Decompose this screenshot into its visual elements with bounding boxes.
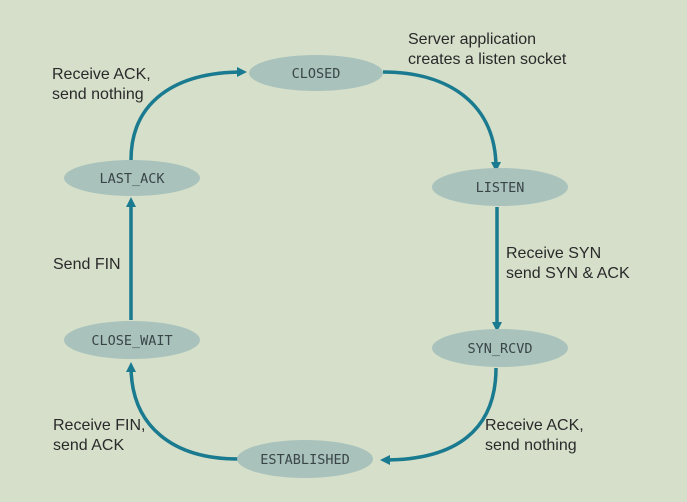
label-listen-to-syn-rcvd: Receive SYN send SYN & ACK: [506, 245, 630, 282]
label-established-to-close-wait: Receive FIN, send ACK: [53, 417, 146, 454]
arrow-syn-rcvd-to-established: [380, 367, 498, 465]
state-listen: LISTEN: [432, 168, 568, 206]
state-last-ack: LAST_ACK: [64, 160, 200, 196]
label-last-ack-to-closed: Receive ACK, send nothing: [52, 66, 151, 103]
label-syn-rcvd-to-established: Receive ACK, send nothing: [485, 417, 584, 454]
state-closed: CLOSED: [249, 55, 383, 91]
arrow-closed-to-listen: [382, 70, 501, 172]
state-listen-label: LISTEN: [476, 180, 525, 196]
state-closed-label: CLOSED: [292, 66, 341, 82]
state-established: ESTABLISHED: [237, 440, 373, 478]
state-syn-rcvd-label: SYN_RCVD: [467, 341, 532, 357]
label-close-wait-to-last-ack: Send FIN: [53, 256, 121, 273]
bottom-strip: [0, 494, 687, 502]
state-syn-rcvd: SYN_RCVD: [432, 329, 568, 367]
label-closed-to-listen: Server application creates a listen sock…: [408, 31, 567, 68]
state-close-wait: CLOSE_WAIT: [64, 321, 200, 359]
state-last-ack-label: LAST_ACK: [99, 171, 165, 187]
arrow-established-to-close-wait: [126, 362, 239, 461]
state-close-wait-label: CLOSE_WAIT: [91, 333, 172, 349]
arrow-last-ack-to-closed: [129, 67, 247, 161]
state-established-label: ESTABLISHED: [260, 452, 349, 468]
